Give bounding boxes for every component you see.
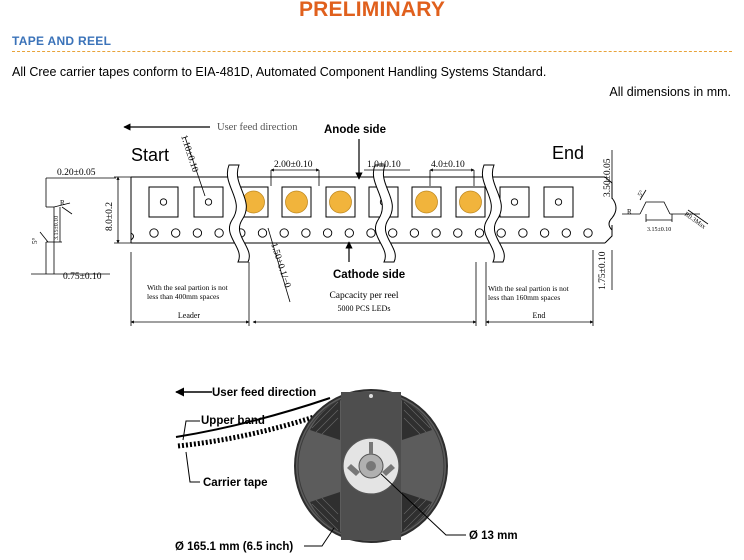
- section-divider: [12, 51, 732, 52]
- sprocket-hole: [474, 228, 485, 238]
- sprocket-hole: [257, 228, 268, 238]
- sprocket-hole: [453, 228, 463, 238]
- sprocket-hole: [518, 228, 528, 238]
- carrier-tape-label: Carrier tape: [203, 477, 268, 489]
- capacity-label: Capcacity per reel: [329, 291, 398, 301]
- dim-0-20: 0.20±0.05: [57, 168, 96, 178]
- sprocket-hole: [192, 228, 203, 238]
- sprocket-hole: [539, 228, 550, 238]
- reel-feed-label: User feed direction: [212, 387, 316, 399]
- cathode-side-label: Cathode side: [333, 269, 405, 281]
- reel-diameter-label: Ø 165.1 mm (6.5 inch): [175, 541, 293, 553]
- sprocket-hole: [214, 228, 224, 238]
- leader-note-line1: With the seal partion is not: [147, 283, 229, 292]
- leader-label: Leader: [178, 311, 201, 320]
- sprocket-hole: [279, 228, 289, 238]
- capacity-value: 5000 PCS LEDs: [338, 304, 391, 313]
- tape-feed-label: User feed direction: [217, 122, 298, 133]
- tape-pockets: [148, 186, 574, 218]
- dim-1-0: 1.0±0.10: [367, 160, 401, 170]
- intro-text: All Cree carrier tapes conform to EIA-48…: [12, 65, 547, 79]
- pocket-center-hole: [554, 198, 563, 206]
- tape-end-label: End: [552, 143, 584, 163]
- tape-breaks: [226, 164, 505, 263]
- dim-5-deg-left: 5°: [31, 238, 39, 245]
- tape-pocket: [148, 186, 179, 218]
- sprocket-hole: [171, 228, 181, 238]
- sprocket-hole: [583, 228, 593, 238]
- led-component: [285, 190, 308, 214]
- sprocket-hole: [344, 228, 354, 238]
- pocket-center-hole: [159, 198, 168, 206]
- sprocket-hole: [388, 228, 398, 238]
- led-component: [415, 190, 438, 214]
- pocket-center-hole: [510, 198, 519, 206]
- section-title: TAPE AND REEL: [12, 34, 112, 48]
- carrier-band: [175, 397, 336, 449]
- pocket-center-hole: [204, 198, 213, 206]
- dim-0-75: 0.75±0.10: [63, 272, 102, 282]
- carrier-tape-strip: [130, 176, 617, 244]
- sprocket-hole: [301, 228, 311, 238]
- tape-start-label: Start: [131, 145, 169, 165]
- dim-r-right: R: [627, 208, 632, 216]
- dim-r-left: R: [60, 199, 65, 207]
- dim-4-0: 4.0±0.10: [431, 160, 465, 170]
- led-component: [459, 190, 482, 214]
- dimensions-note: All dimensions in mm.: [609, 85, 731, 99]
- sprocket-hole: [496, 228, 506, 238]
- sprocket-hole: [322, 228, 333, 238]
- leader-note-line2: less than 400mm spaces: [147, 292, 219, 301]
- sprocket-hole: [409, 228, 420, 238]
- sprocket-hole: [431, 228, 441, 238]
- dim-3-50: 3.50±0.05: [603, 158, 613, 197]
- reel-callouts: [182, 420, 466, 547]
- sprocket-hole: [149, 228, 159, 238]
- end-section-label: End: [533, 311, 546, 320]
- dim-5-deg-right: 5°: [637, 189, 646, 198]
- end-note-line2: less than 160mm spaces: [488, 293, 560, 302]
- tape-cross-section-right: [622, 189, 709, 225]
- anode-side-label: Anode side: [324, 124, 386, 136]
- reel: [294, 389, 448, 543]
- end-note-line1: With the seal partion is not: [488, 284, 570, 293]
- led-component: [329, 190, 352, 214]
- dim-1-75: 1.75±0.10: [598, 251, 608, 290]
- upper-band-label: Upper band: [201, 415, 265, 427]
- dim-8-0: 8.0±0.2: [105, 202, 115, 231]
- sprocket-hole: [561, 228, 571, 238]
- tape-cross-section-left: [31, 177, 116, 275]
- sprocket-hole: [366, 228, 376, 238]
- preliminary-banner: PRELIMINARY: [298, 0, 446, 21]
- dim-2-00: 2.00±0.10: [274, 160, 313, 170]
- tape-dimensions: [114, 136, 613, 326]
- hub-diameter-label: Ø 13 mm: [469, 530, 518, 542]
- dim-3-15-left: 3.15±0.10: [54, 216, 60, 240]
- dim-3-15-right: 3.15±0.10: [647, 227, 671, 233]
